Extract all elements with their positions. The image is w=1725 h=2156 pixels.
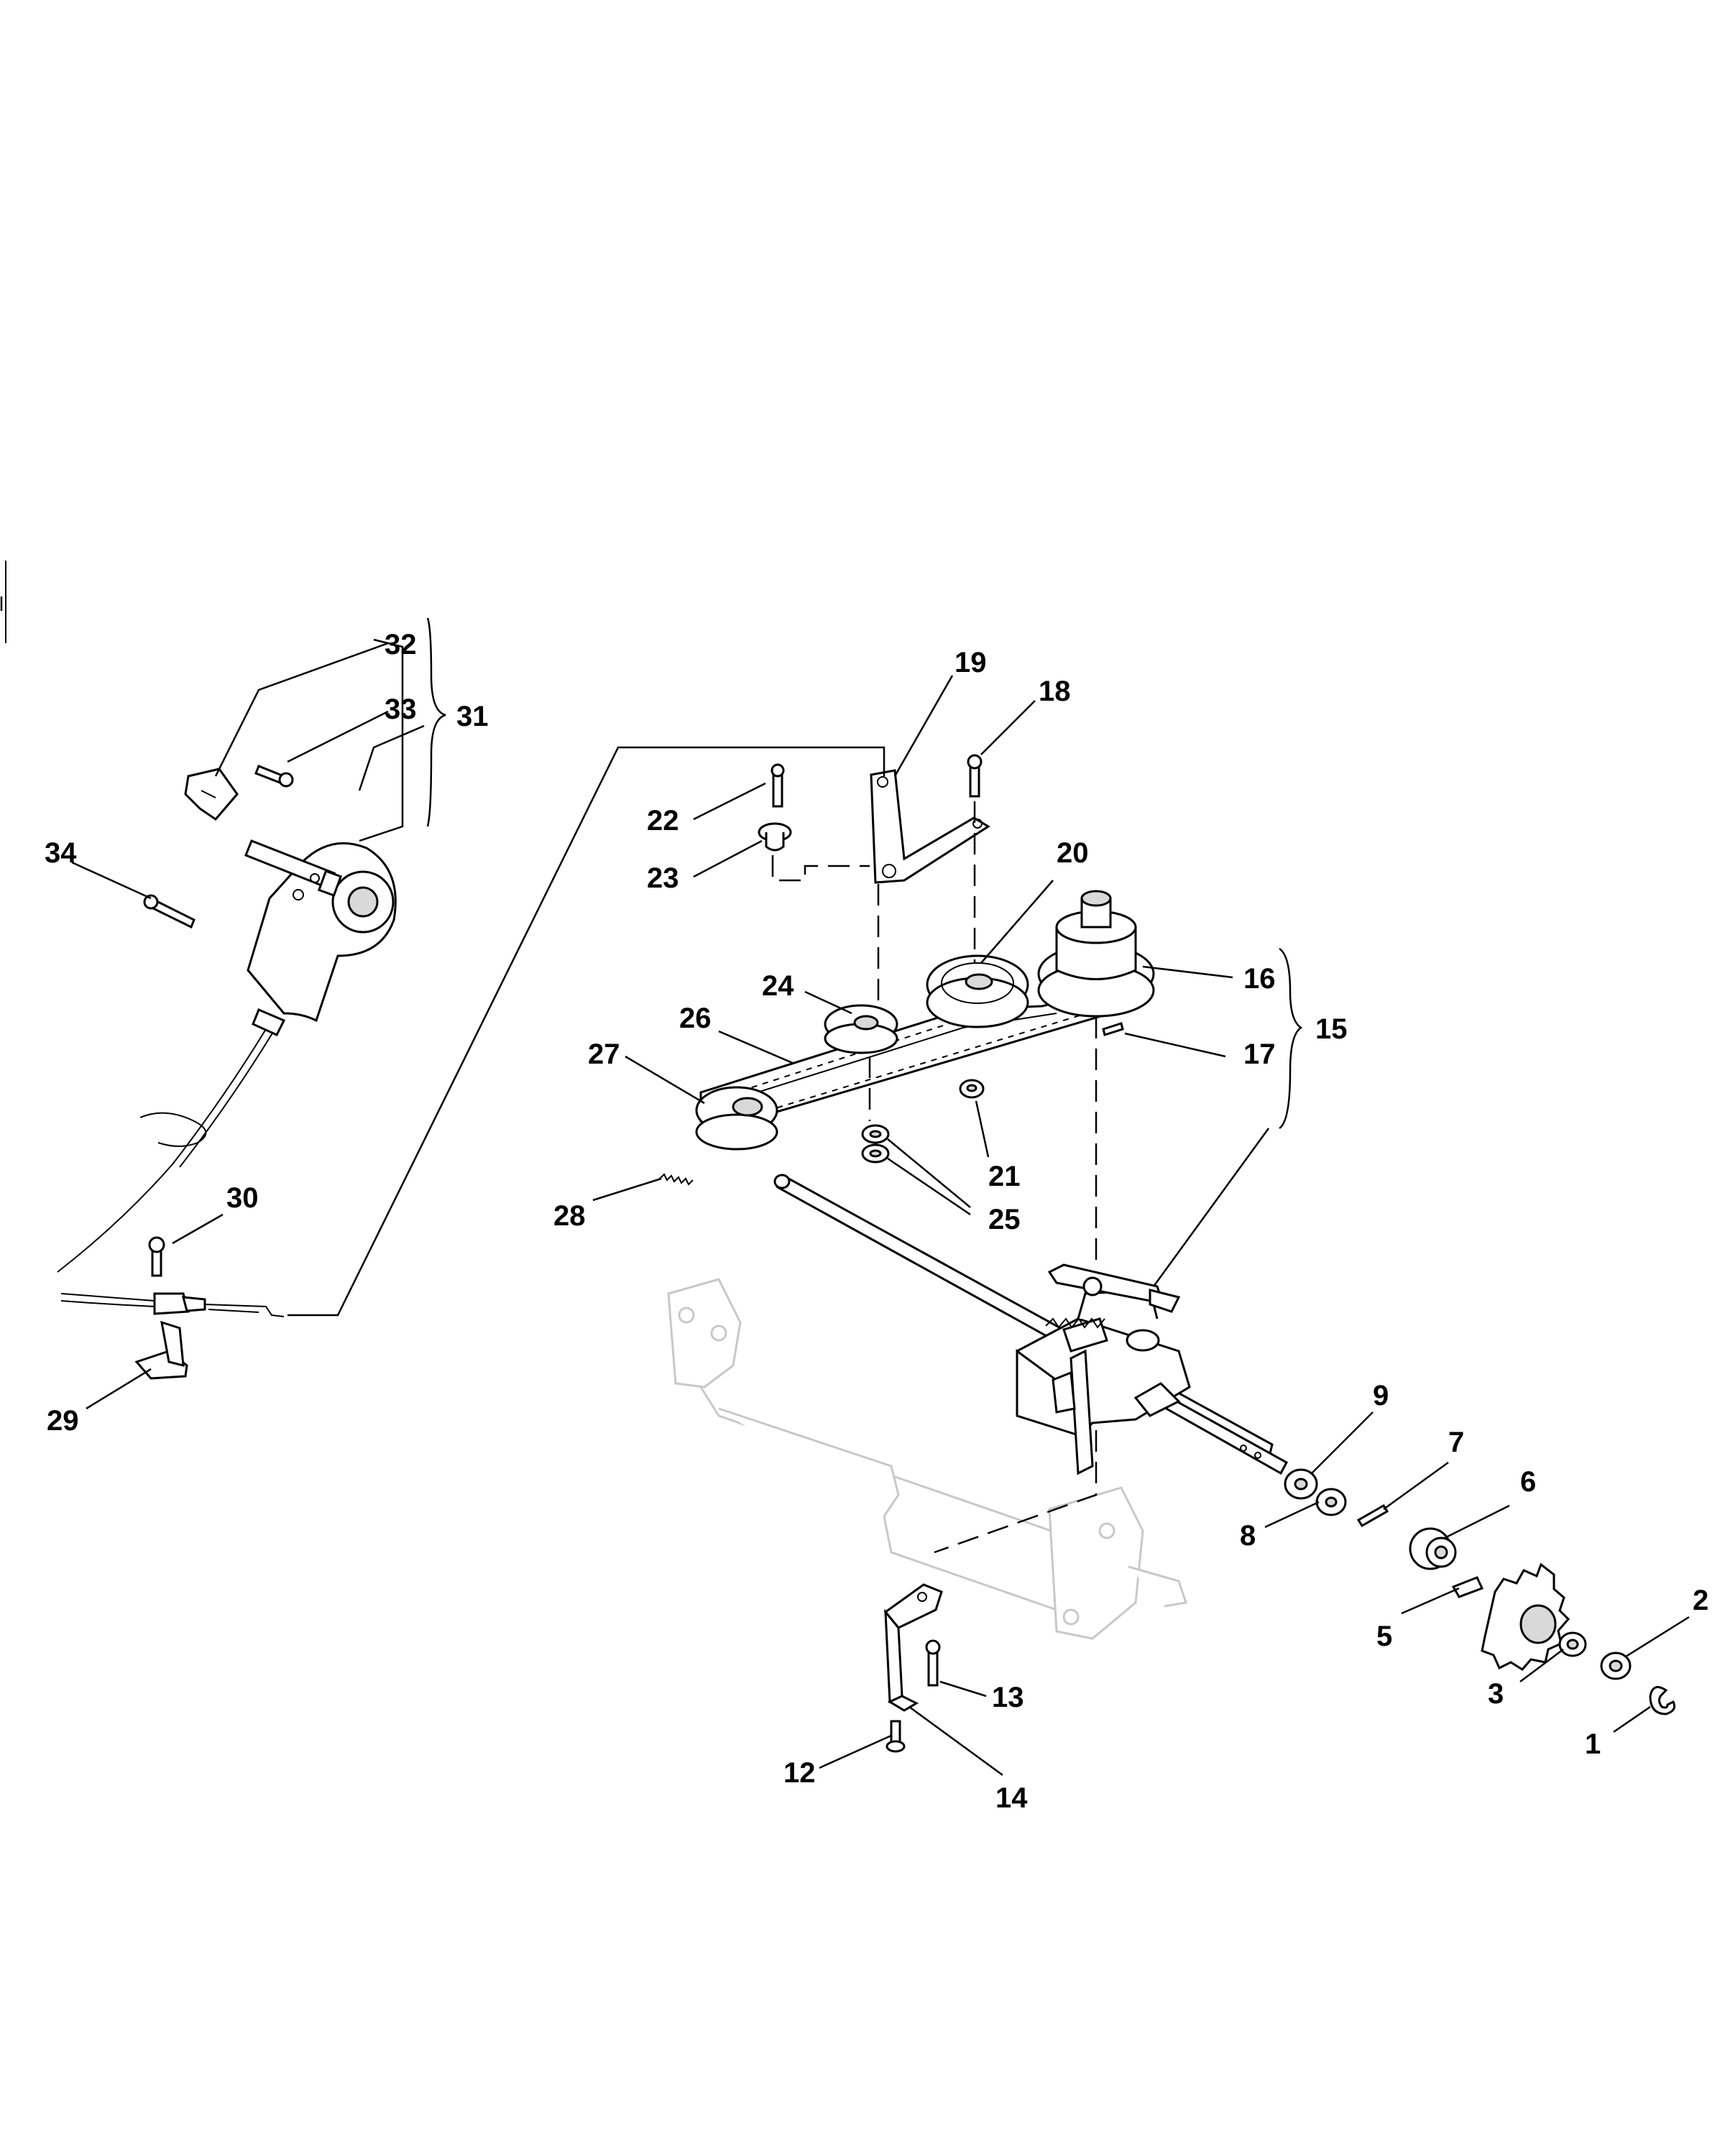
bracket-part-29 — [134, 1320, 188, 1380]
washer-part-2 — [1600, 1651, 1632, 1680]
label-33: 33 — [385, 694, 417, 725]
idler-arm-part-19 — [870, 769, 990, 884]
label-31: 31 — [456, 701, 489, 732]
label-30: 30 — [226, 1182, 259, 1214]
screw-part-30 — [148, 1236, 165, 1277]
label-2: 2 — [1693, 1585, 1708, 1616]
label-29: 29 — [47, 1405, 79, 1437]
label-17: 17 — [1243, 1038, 1276, 1070]
label-15: 15 — [1315, 1013, 1348, 1045]
label-5: 5 — [1376, 1621, 1392, 1652]
label-14: 14 — [995, 1782, 1028, 1814]
ghost-frame-bracket — [667, 1278, 1187, 1640]
label-9: 9 — [1373, 1380, 1389, 1411]
screw-part-13 — [925, 1639, 941, 1687]
label-8: 8 — [1240, 1520, 1256, 1552]
label-16: 16 — [1243, 963, 1276, 995]
lever-cover-part-32 — [184, 768, 239, 821]
label-34: 34 — [45, 837, 77, 869]
label-32: 32 — [385, 629, 417, 660]
part-labels: 32 33 31 34 30 29 19 18 22 23 20 24 26 2… — [45, 629, 1708, 1814]
bracket-part-14 — [883, 1583, 943, 1712]
label-23: 23 — [647, 862, 679, 894]
bushing-part-23 — [758, 822, 792, 852]
control-lever-assembly — [57, 839, 397, 1273]
label-12: 12 — [783, 1757, 816, 1789]
construction-lines — [771, 801, 1098, 1554]
screw-part-33 — [254, 765, 294, 788]
key-part-5 — [1451, 1576, 1484, 1598]
label-27: 27 — [588, 1038, 620, 1070]
cable-end-assembly — [60, 1292, 285, 1317]
leader-lines — [71, 617, 1690, 1777]
pulley-part-20 — [926, 954, 1029, 1028]
label-13: 13 — [992, 1682, 1024, 1713]
pulley-part-27 — [695, 1086, 778, 1151]
label-3: 3 — [1488, 1678, 1504, 1710]
label-26: 26 — [679, 1003, 712, 1034]
label-24: 24 — [762, 970, 794, 1002]
label-7: 7 — [1448, 1427, 1464, 1458]
label-6: 6 — [1520, 1466, 1536, 1498]
label-18: 18 — [1039, 676, 1071, 707]
washer-part-8 — [1315, 1488, 1347, 1516]
label-19: 19 — [954, 647, 987, 678]
label-25: 25 — [988, 1204, 1021, 1235]
label-28: 28 — [553, 1200, 586, 1232]
washer-part-9 — [1284, 1468, 1318, 1500]
screw-part-22 — [770, 763, 785, 808]
clip-part-1 — [1649, 1686, 1676, 1715]
key-part-17 — [1102, 1022, 1124, 1036]
washers-part-25 — [861, 1124, 890, 1164]
screw-part-34 — [143, 894, 196, 929]
bushing-part-6 — [1409, 1527, 1457, 1570]
spring-part-28 — [659, 1173, 694, 1186]
gear-wheel — [1481, 1562, 1570, 1671]
left-edge-marks — [0, 561, 6, 643]
label-22: 22 — [647, 805, 679, 837]
pulley-part-16 — [1037, 890, 1155, 1018]
gearbox-transmission — [1016, 1263, 1191, 1475]
pulley-part-24 — [824, 1004, 898, 1054]
screw-part-18 — [967, 754, 983, 798]
nut-part-21 — [959, 1079, 985, 1099]
pin-part-7 — [1356, 1503, 1389, 1528]
label-21: 21 — [988, 1161, 1021, 1192]
washer-part-3 — [1558, 1631, 1587, 1657]
screw-part-12 — [886, 1720, 906, 1753]
label-1: 1 — [1585, 1728, 1601, 1760]
label-20: 20 — [1057, 837, 1089, 869]
axle-shaft — [773, 1174, 1289, 1475]
